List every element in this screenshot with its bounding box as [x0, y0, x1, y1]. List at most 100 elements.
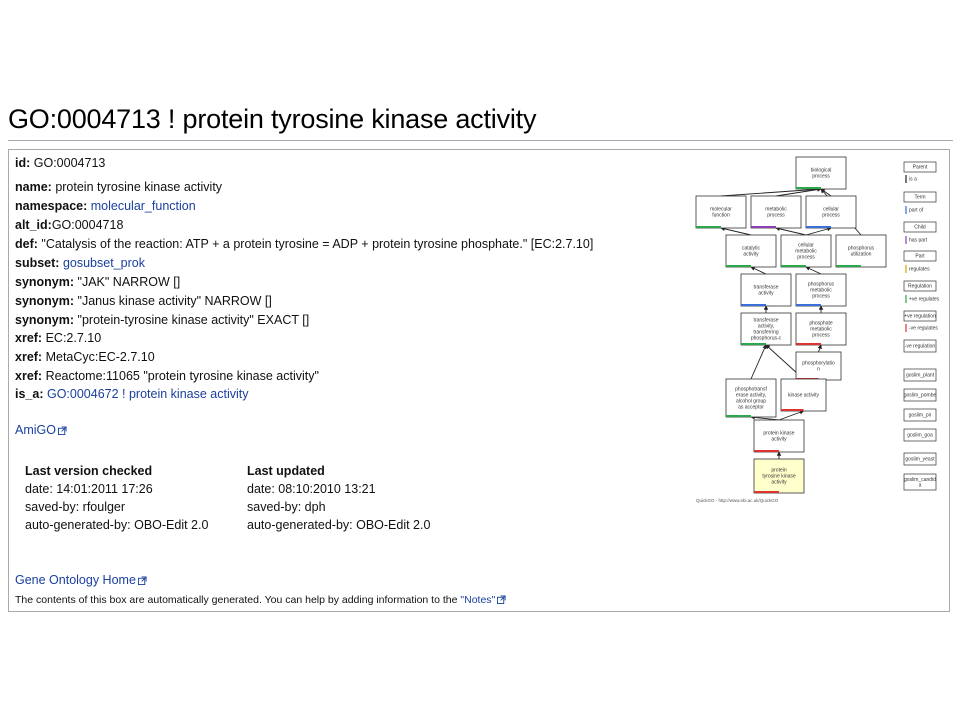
- graph-node-stripe: [754, 491, 779, 493]
- gene-ontology-home-link[interactable]: Gene Ontology Home: [15, 573, 136, 587]
- graph-node-stripe: [741, 304, 766, 306]
- graph-node-label: activity: [771, 437, 787, 443]
- xref-row: xref: Reactome:11065 "protein tyrosine k…: [15, 368, 319, 384]
- graph-node-transferase-phosphorus[interactable]: transferaseactivity,transferringphosphor…: [740, 312, 792, 346]
- legend-label: +ve regulates: [909, 297, 940, 303]
- version-checked-heading: Last version checked: [25, 464, 153, 478]
- graph-node-label: utilization: [851, 252, 872, 258]
- legend-child: Child: [903, 221, 937, 233]
- legend-label: goslim_goa: [907, 433, 933, 439]
- namespace-row: namespace: molecular_function: [15, 198, 196, 214]
- xref-value: Reactome:11065 "protein tyrosine kinase …: [45, 369, 319, 383]
- xref-row: xref: MetaCyc:EC-2.7.10: [15, 349, 155, 365]
- graph-node-label: phosphorylatio: [802, 361, 835, 367]
- legend-box: [903, 339, 937, 353]
- legend-box: [903, 161, 937, 173]
- legend-label: has part: [909, 238, 928, 244]
- notes-link[interactable]: "Notes": [460, 594, 496, 606]
- amigo-link[interactable]: AmiGO: [15, 423, 56, 437]
- legend-box: [903, 280, 937, 292]
- legend-box: [903, 250, 937, 262]
- legend-pos-regulates: +ve regulates: [905, 295, 940, 303]
- def-label: def:: [15, 237, 38, 251]
- graph-node-label: phosphorus: [808, 282, 835, 288]
- graph-node-label: n: [817, 367, 820, 373]
- namespace-link[interactable]: molecular_function: [90, 199, 196, 213]
- legend-label: -ve regulation: [905, 344, 936, 350]
- version-checked-generator: auto-generated-by: OBO-Edit 2.0: [25, 518, 209, 532]
- quickgo-ancestor-chart[interactable]: biologicalprocessmolecularfunctionmetabo…: [686, 152, 946, 510]
- graph-node-kinase-activity[interactable]: kinase activity: [780, 378, 827, 412]
- xref-value: MetaCyc:EC-2.7.10: [45, 350, 155, 364]
- last-updated-heading: Last updated: [247, 464, 325, 478]
- legend-neg-regulation: -ve regulation: [903, 339, 937, 353]
- alt-id-row: alt_id:GO:0004718: [15, 217, 123, 233]
- graph-node-label: metabolic: [765, 207, 787, 213]
- legend-label: -ve regulates: [909, 326, 938, 332]
- graph-node-label: process: [812, 333, 830, 339]
- graph-node-stripe: [726, 415, 751, 417]
- def-value: "Catalysis of the reaction: ATP + a prot…: [41, 237, 594, 251]
- legend-term: Term: [903, 191, 937, 203]
- is-a-link[interactable]: GO:0004672 ! protein kinase activity: [46, 387, 249, 401]
- legend-box: [903, 221, 937, 233]
- legend-box: [903, 310, 937, 322]
- graph-node-stripe: [751, 226, 776, 228]
- synonym-value: "JAK" NARROW []: [77, 275, 181, 289]
- legend-label: goslim_pir: [909, 413, 932, 419]
- last-updated-generator: auto-generated-by: OBO-Edit 2.0: [247, 518, 431, 532]
- legend-label: Parent: [913, 165, 928, 171]
- graph-node-box: [795, 273, 847, 307]
- graph-node-label: protein kinase: [763, 431, 794, 437]
- graph-node-box: [795, 312, 847, 346]
- legend-label: is a: [909, 177, 917, 183]
- graph-edge: [720, 187, 822, 197]
- subset-link[interactable]: gosubset_prok: [62, 256, 145, 270]
- graph-node-label: metabolic: [795, 249, 817, 255]
- last-updated: Last updated date: 08:10:2010 13:21 save…: [247, 462, 467, 534]
- id-label: id:: [15, 156, 31, 170]
- graph-edge: [778, 410, 805, 421]
- name-label: name:: [15, 180, 52, 194]
- graph-node-label: transferring: [753, 330, 779, 336]
- legend-box: [903, 368, 937, 382]
- graph-edge: [775, 226, 807, 236]
- last-updated-date: date: 08:10:2010 13:21: [247, 482, 376, 496]
- graph-edge: [750, 344, 767, 380]
- legend-box: [903, 428, 937, 442]
- graph-node-stripe: [754, 450, 779, 452]
- name-value: protein tyrosine kinase activity: [55, 180, 223, 194]
- graph-node-label: activity,: [758, 324, 774, 330]
- legend-goslim-goa: goslim_goa: [903, 428, 937, 442]
- external-link-icon: [137, 576, 147, 585]
- synonym-value: "Janus kinase activity" NARROW []: [77, 294, 272, 308]
- graph-edge: [775, 187, 822, 197]
- legend-box: [903, 388, 937, 402]
- legend-label: goslim_candid: [904, 477, 936, 483]
- graph-node-label: activity: [771, 480, 787, 486]
- graph-node-label: phosphorus-c: [751, 336, 782, 342]
- graph-node-box: [740, 312, 792, 346]
- xref-label: xref:: [15, 331, 43, 345]
- legend-label: Part: [915, 254, 925, 260]
- xref-label: xref:: [15, 350, 43, 364]
- legend-box: [903, 408, 937, 422]
- xref-label: xref:: [15, 369, 43, 383]
- is-a-row: is_a: GO:0004672 ! protein kinase activi…: [15, 386, 249, 402]
- namespace-label: namespace:: [15, 199, 88, 213]
- alt-id-label: alt_id:: [15, 218, 52, 232]
